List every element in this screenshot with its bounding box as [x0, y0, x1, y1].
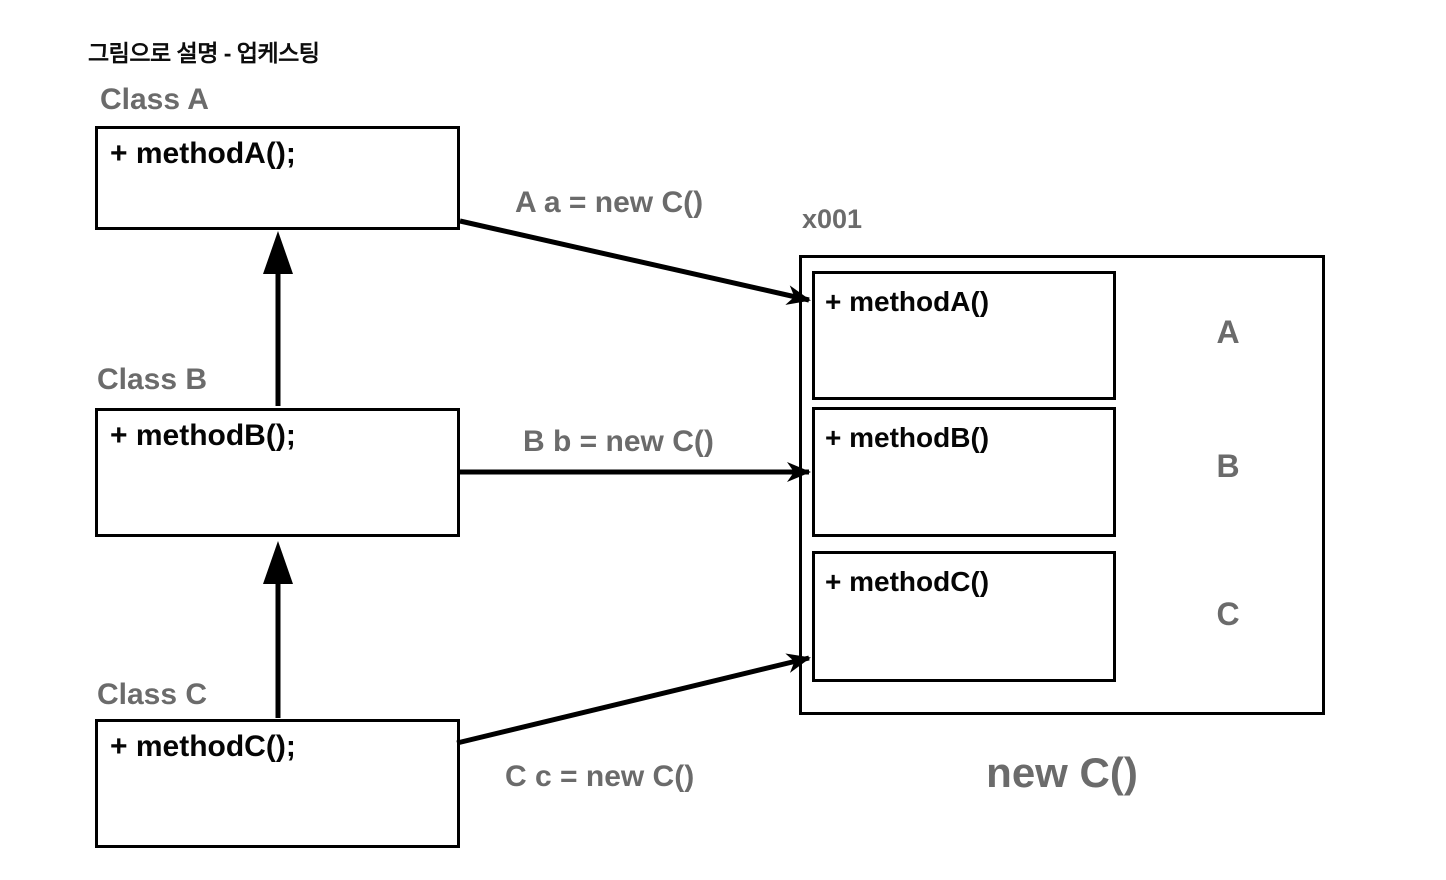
class-c-box: + methodC();: [95, 719, 460, 848]
assignment-arrow-c: [456, 653, 811, 746]
class-c-label: Class C: [97, 678, 208, 711]
slot-letter-a: A: [1216, 314, 1240, 350]
object-method-c: + methodC(): [825, 566, 990, 597]
class-b-label: Class B: [97, 363, 208, 396]
object-method-a: + methodA(): [825, 286, 990, 317]
page-title: 그림으로 설명 - 업케스팅: [88, 40, 320, 66]
assignment-arrow-a: [459, 218, 811, 305]
object-caption: new C(): [986, 749, 1138, 796]
assignment-label-b: B b = new C(): [523, 425, 714, 458]
inheritance-arrowhead-b-to-a: [263, 231, 293, 274]
object-method-b: + methodB(): [825, 422, 990, 453]
class-a-label: Class A: [100, 83, 209, 116]
class-b-method: + methodB();: [110, 419, 296, 452]
slot-letter-b: B: [1216, 448, 1240, 484]
slot-letter-c: C: [1216, 596, 1240, 632]
class-b-box: + methodB();: [95, 408, 460, 537]
object-slot-c: + methodC(): [812, 551, 1116, 682]
object-slot-b: + methodB(): [812, 407, 1116, 537]
object-address-label: x001: [802, 204, 863, 234]
object-slot-a: + methodA(): [812, 271, 1116, 400]
assignment-label-c: C c = new C(): [505, 760, 695, 793]
class-c-method: + methodC();: [110, 730, 296, 763]
class-a-method: + methodA();: [110, 137, 296, 170]
inheritance-arrowhead-c-to-b: [263, 541, 293, 584]
class-a-box: + methodA();: [95, 126, 460, 230]
assignment-label-a: A a = new C(): [515, 186, 704, 219]
